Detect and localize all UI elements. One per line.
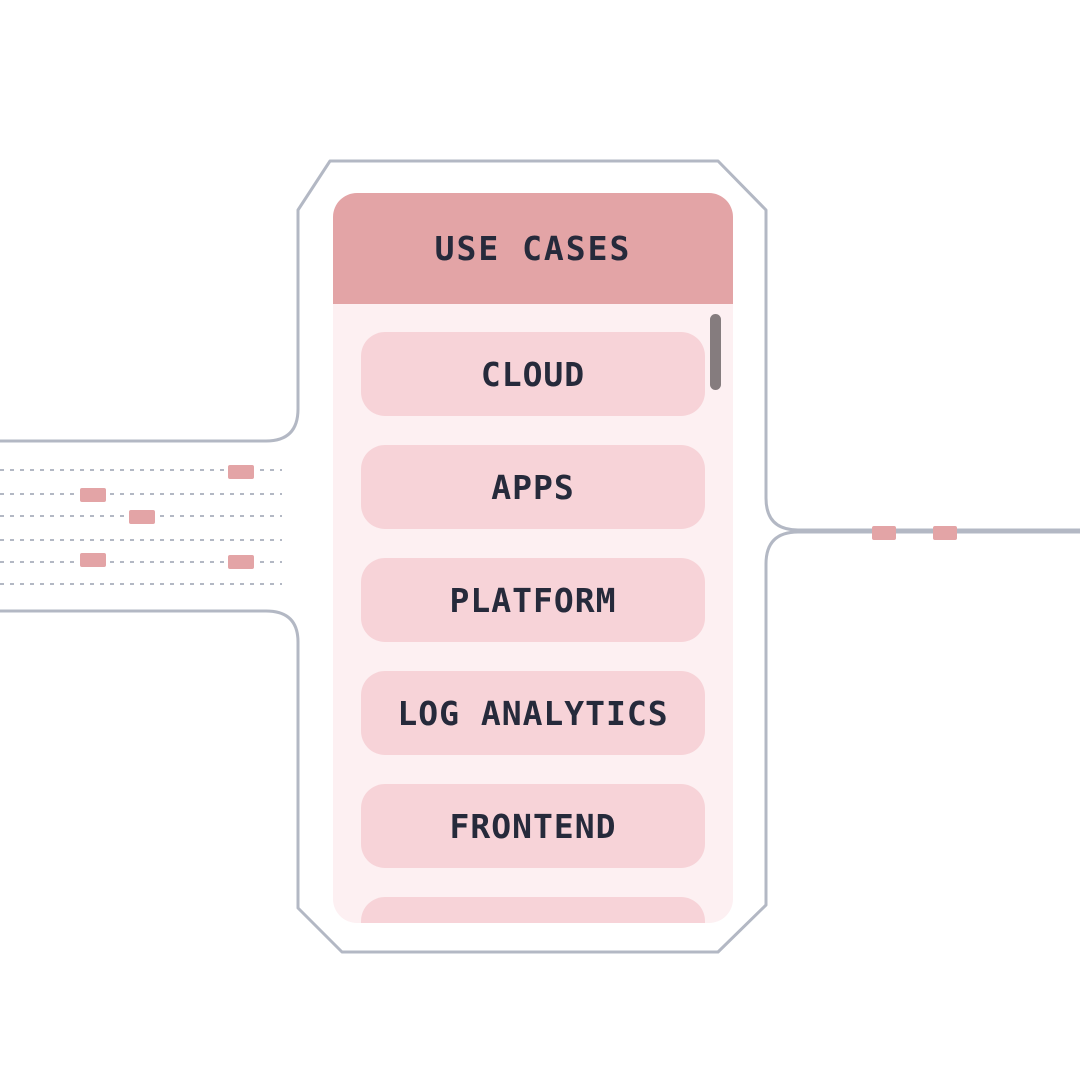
list-item-apps[interactable]: APPS [361, 445, 705, 529]
frame-outline [0, 159, 1080, 954]
list-item-platform[interactable]: PLATFORM [361, 558, 705, 642]
list-item-label: CLOUD [480, 354, 586, 394]
data-packet [933, 526, 957, 540]
data-packet [129, 510, 155, 524]
list-item-log-analytics[interactable]: LOG ANALYTICS [361, 671, 705, 755]
data-packet [872, 526, 896, 540]
panel-header: USE CASES [333, 193, 733, 304]
list-item-label: LOG ANALYTICS [397, 693, 669, 733]
list-item-partial[interactable] [361, 897, 705, 923]
list-item-frontend[interactable]: FRONTEND [361, 784, 705, 868]
scrollbar-thumb[interactable] [710, 314, 721, 390]
list-item-label: PLATFORM [449, 580, 617, 620]
list-item-label: FRONTEND [449, 806, 617, 846]
use-cases-panel: USE CASES CLOUD APPS PLATFORM LOG ANALYT… [333, 193, 733, 923]
list-item-label: APPS [491, 467, 575, 507]
data-packet [228, 555, 254, 569]
data-packet [80, 488, 106, 502]
data-packet [228, 465, 254, 479]
panel-title: USE CASES [434, 229, 632, 268]
data-packet [80, 553, 106, 567]
list-item-cloud[interactable]: CLOUD [361, 332, 705, 416]
use-case-list: CLOUD APPS PLATFORM LOG ANALYTICS FRONTE… [361, 332, 705, 923]
